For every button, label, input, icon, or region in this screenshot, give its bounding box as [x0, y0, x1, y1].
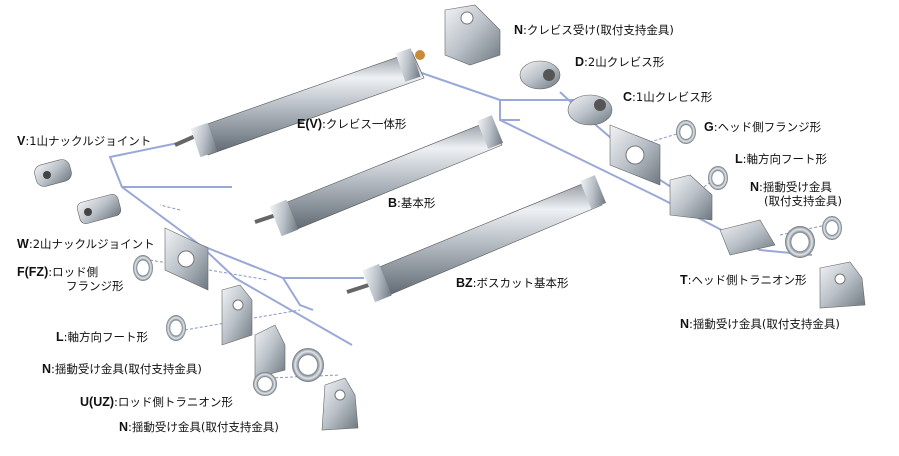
head-g-label: G:ヘッド側フランジ形 — [704, 120, 822, 134]
rod-u-label: U(UZ):ロッド側トラニオン形 — [80, 395, 233, 409]
head-t-label: T:ヘッド側トラニオン形 — [680, 273, 807, 287]
rod-flange-plate-icon — [133, 227, 209, 291]
double-clevis-icon — [519, 60, 561, 90]
cylinder-b — [254, 115, 504, 237]
cylinder-ev — [174, 48, 425, 158]
rod-l-label: L:軸方向フート形 — [56, 330, 149, 344]
head-d-label: D:2山クレビス形 — [575, 55, 665, 69]
clevis-bracket-icon — [444, 4, 501, 66]
head-pivot-bracket-icon — [819, 261, 866, 309]
rod-f-label: F(FZ):ロッド側フランジ形 — [17, 265, 124, 293]
head-c-label: C:1山クレビス形 — [623, 90, 713, 104]
cylinder-bz-label: BZ:ボスカット基本形 — [456, 276, 569, 290]
head-n1-label: N:揺動受け金具(取付支持金具) — [750, 180, 842, 208]
head-n-clevis-label: N:クレビス受け(取付支持金具) — [514, 23, 674, 37]
head-n2-label: N:揺動受け金具(取付支持金具) — [680, 317, 840, 331]
head-flange-plate-icon — [609, 120, 696, 186]
cylinder-b-label: B:基本形 — [388, 196, 436, 210]
head-trunnion-ring-icon — [719, 216, 842, 258]
cylinder-bz — [346, 175, 607, 303]
rod-pivot-bracket-icon — [321, 377, 359, 431]
rod-n1-label: N:揺動受け金具(取付支持金具) — [42, 362, 202, 376]
rod-trunnion-ring-icon — [253, 324, 324, 396]
single-knuckle-joint-icon — [34, 159, 72, 187]
rod-v-label: V:1山ナックルジョイント — [17, 134, 152, 148]
double-knuckle-joint-icon — [76, 193, 122, 225]
cylinder-ev-label: E(V):クレビス一体形 — [297, 117, 407, 131]
rod-w-label: W:2山ナックルジョイント — [17, 237, 155, 251]
head-foot-bracket-icon — [669, 166, 728, 221]
rod-foot-bracket-icon — [166, 284, 253, 346]
connector-dashes — [149, 129, 841, 379]
rod-n2-label: N:揺動受け金具(取付支持金具) — [119, 420, 279, 434]
head-l-label: L:軸方向フート形 — [735, 152, 828, 166]
single-clevis-icon — [567, 94, 613, 126]
